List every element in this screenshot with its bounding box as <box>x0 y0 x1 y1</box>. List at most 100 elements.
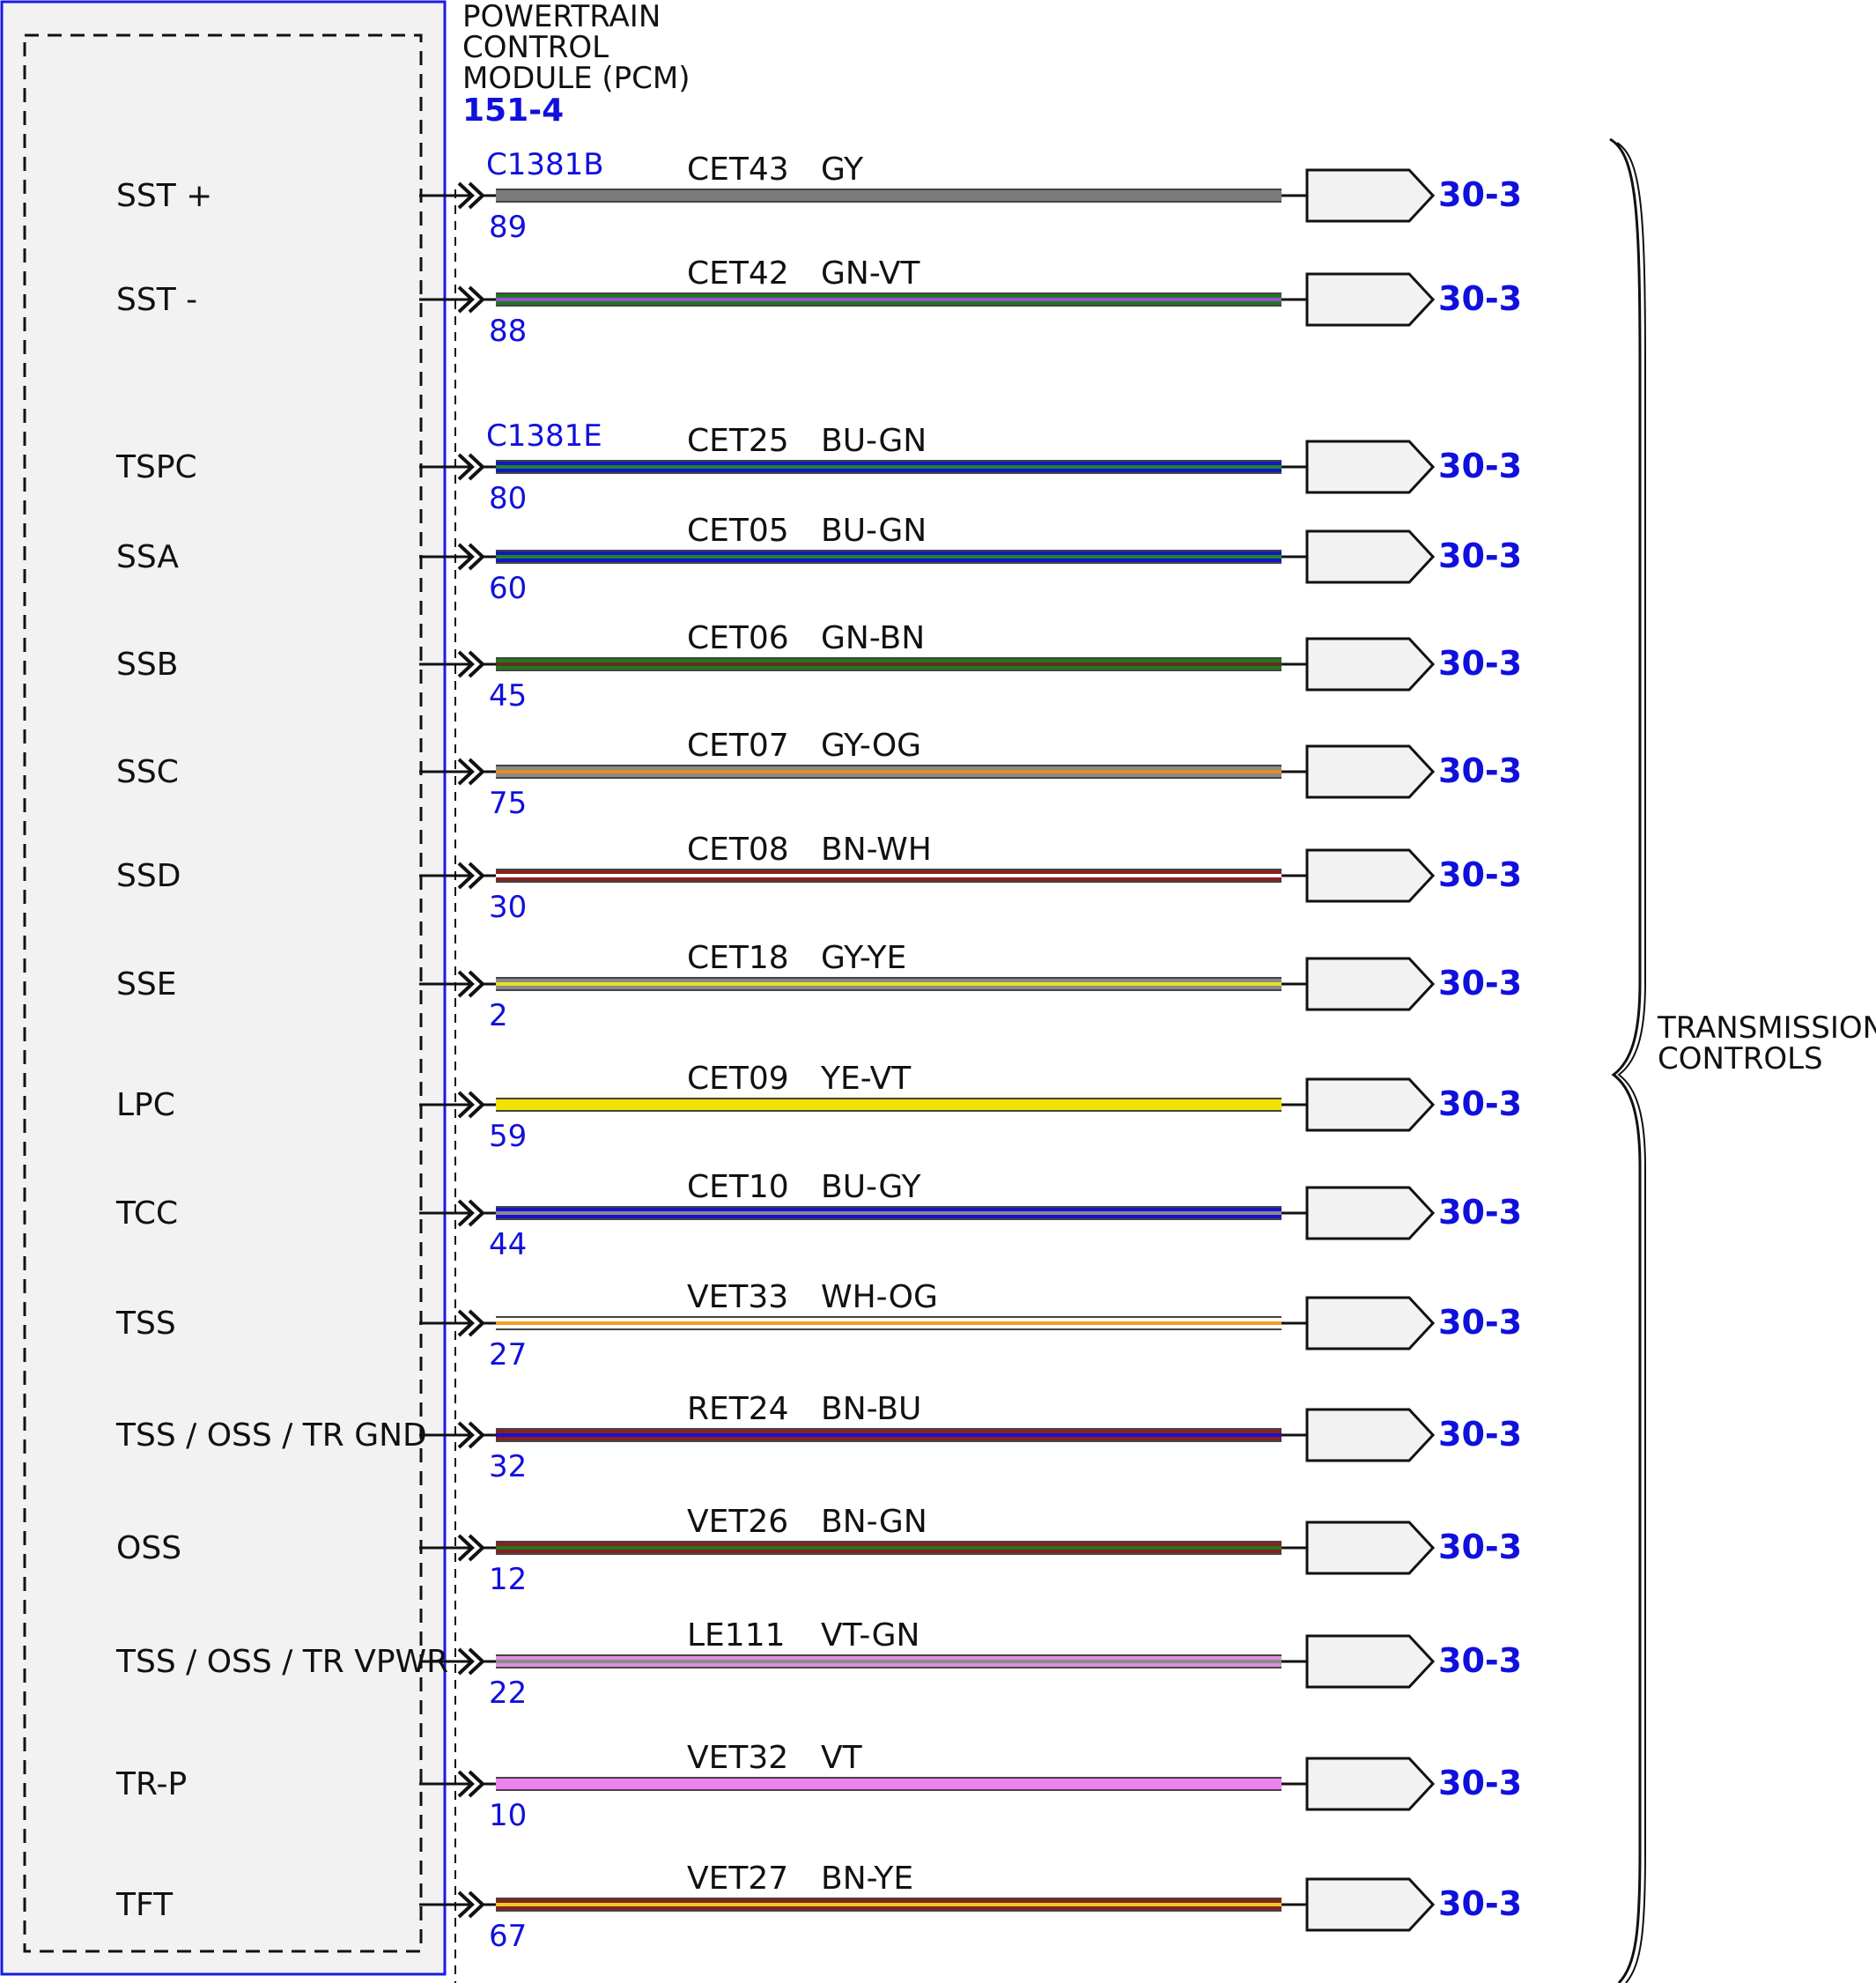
pin-number: 88 <box>489 314 527 349</box>
pin-number: 32 <box>489 1449 527 1484</box>
pin-arrow-icon <box>457 650 475 678</box>
pin-number: 59 <box>489 1119 527 1154</box>
wire-color-code: BU-GY <box>821 1169 921 1205</box>
signal-label: SST + <box>116 178 212 214</box>
destination-connector-icon[interactable] <box>1305 1408 1436 1462</box>
pin-number: 45 <box>489 678 527 714</box>
circuit-id: CET08 <box>687 832 789 868</box>
connector-id: C1381B <box>486 147 604 182</box>
destination-ref-link[interactable]: 30-3 <box>1438 855 1522 894</box>
circuit-id: CET43 <box>687 152 789 188</box>
signal-label: TSS / OSS / TR VPWR <box>115 1644 448 1680</box>
wire-stripe <box>496 662 1281 666</box>
destination-connector-icon[interactable] <box>1305 440 1436 494</box>
wire-color-code: BU-GN <box>821 423 927 459</box>
pin-number: 44 <box>489 1227 527 1262</box>
destination-ref-link[interactable]: 30-3 <box>1438 644 1522 683</box>
signal-label: SSB <box>116 647 178 683</box>
signal-label: TSPC <box>115 449 197 485</box>
wire-stripe <box>496 1433 1281 1437</box>
destination-connector-icon[interactable] <box>1305 529 1436 584</box>
pin-arrow-icon <box>457 1309 475 1337</box>
destination-connector-icon[interactable] <box>1305 1186 1436 1240</box>
wire-base <box>496 190 1281 201</box>
group-brace <box>1609 137 1642 1983</box>
destination-connector-icon[interactable] <box>1305 1077 1436 1132</box>
destination-ref-link[interactable]: 30-3 <box>1438 964 1522 1003</box>
pcm-internal-boundary <box>23 33 423 1953</box>
destination-connector-icon[interactable] <box>1305 1634 1436 1689</box>
wire-stripe <box>496 555 1281 559</box>
pin-arrow-icon <box>457 1891 475 1919</box>
destination-connector-icon[interactable] <box>1305 848 1436 903</box>
circuit-id: VET27 <box>687 1861 788 1897</box>
group-label-line-1: TRANSMISSION <box>1657 1010 1876 1046</box>
pin-number: 75 <box>489 786 527 821</box>
circuit-id: LE111 <box>687 1617 786 1654</box>
destination-ref-link[interactable]: 30-3 <box>1438 1641 1522 1680</box>
destination-connector-icon[interactable] <box>1305 637 1436 692</box>
destination-ref-link[interactable]: 30-3 <box>1438 536 1522 575</box>
destination-connector-icon[interactable] <box>1305 744 1436 799</box>
pin-number: 10 <box>489 1798 527 1833</box>
pin-arrow-icon <box>457 862 475 890</box>
circuit-id: CET10 <box>687 1169 789 1205</box>
destination-ref-link[interactable]: 30-3 <box>1438 751 1522 790</box>
pin-number: 60 <box>489 571 527 606</box>
destination-connector-icon[interactable] <box>1305 1877 1436 1932</box>
destination-ref-link[interactable]: 30-3 <box>1438 1884 1522 1923</box>
signal-label: SSD <box>116 858 181 894</box>
destination-connector-icon[interactable] <box>1305 1521 1436 1575</box>
circuit-id: CET42 <box>687 255 789 292</box>
module-title-line-1: POWERTRAIN <box>462 0 661 34</box>
destination-connector-icon[interactable] <box>1305 1296 1436 1350</box>
wire-color-code: BU-GN <box>821 513 927 549</box>
circuit-id: VET33 <box>687 1279 788 1315</box>
destination-ref-link[interactable]: 30-3 <box>1438 279 1522 318</box>
signal-label: SSE <box>116 966 176 1003</box>
wire-stripe <box>496 874 1281 877</box>
destination-ref-link[interactable]: 30-3 <box>1438 1084 1522 1123</box>
destination-ref-link[interactable]: 30-3 <box>1438 175 1522 214</box>
wire-color-code: BN-GN <box>821 1504 927 1540</box>
module-ref-link[interactable]: 151-4 <box>462 92 564 129</box>
circuit-id: VET26 <box>687 1504 788 1540</box>
destination-ref-link[interactable]: 30-3 <box>1438 1193 1522 1232</box>
destination-ref-link[interactable]: 30-3 <box>1438 447 1522 485</box>
pin-arrow-icon <box>457 1091 475 1119</box>
destination-ref-link[interactable]: 30-3 <box>1438 1303 1522 1342</box>
wire-color-code: GN-BN <box>821 620 925 656</box>
circuit-id: CET05 <box>687 513 789 549</box>
pin-number: 12 <box>489 1562 527 1597</box>
pin-arrow-icon <box>457 1534 475 1562</box>
wire-stripe <box>496 465 1281 469</box>
signal-label: TSS <box>115 1306 176 1342</box>
wire-stripe <box>496 1211 1281 1215</box>
wire-color-code: GY-OG <box>821 728 921 764</box>
pin-arrow-icon <box>457 1770 475 1798</box>
destination-ref-link[interactable]: 30-3 <box>1438 1764 1522 1802</box>
wire-stripe <box>496 1546 1281 1550</box>
signal-label: TSS / OSS / TR GND <box>115 1417 427 1454</box>
pin-number: 22 <box>489 1676 527 1711</box>
destination-connector-icon[interactable] <box>1305 168 1436 223</box>
destination-connector-icon[interactable] <box>1305 272 1436 327</box>
destination-connector-icon[interactable] <box>1305 1757 1436 1811</box>
wire-color-code: BN-BU <box>821 1391 921 1427</box>
destination-connector-icon[interactable] <box>1305 957 1436 1011</box>
wire-color-code: WH-OG <box>821 1279 938 1315</box>
destination-ref-link[interactable]: 30-3 <box>1438 1528 1522 1566</box>
wire-color-code: GY-YE <box>821 940 906 976</box>
wire-stripe <box>496 1903 1281 1906</box>
wire-stripe <box>496 1660 1281 1663</box>
module-title-line-2: CONTROL <box>462 30 609 65</box>
destination-ref-link[interactable]: 30-3 <box>1438 1415 1522 1454</box>
